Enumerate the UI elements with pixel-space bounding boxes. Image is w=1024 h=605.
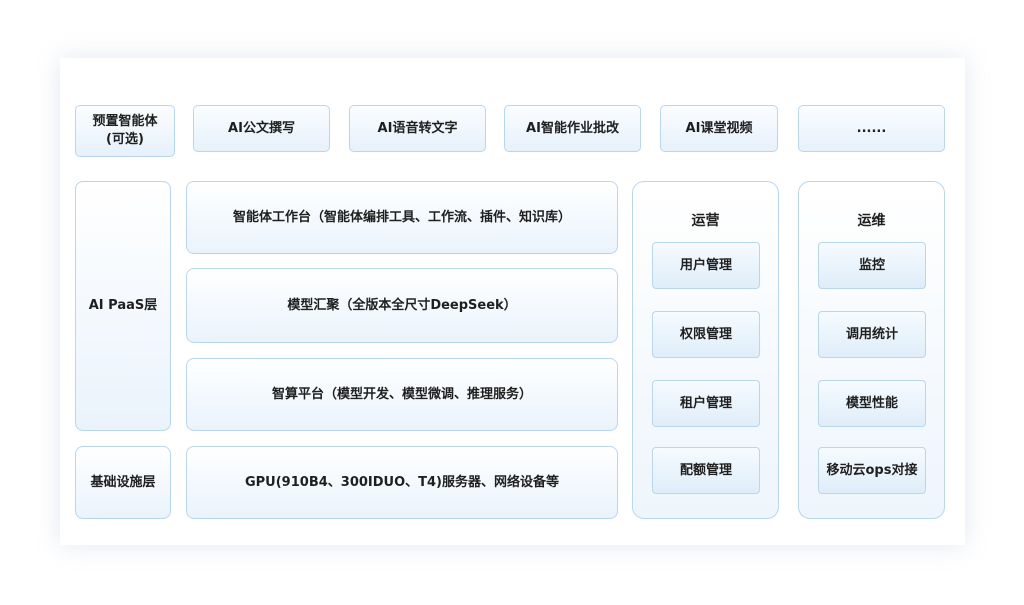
paas-block-agent-workbench: 智能体工作台（智能体编排工具、工作流、插件、知识库） <box>186 181 618 254</box>
maintenance-item-monitoring: 监控 <box>818 242 926 289</box>
maintenance-item-call-stats: 调用统计 <box>818 311 926 358</box>
top-box-ai-grading: AI智能作业批改 <box>504 105 641 152</box>
layer-label-infra: 基础设施层 <box>75 446 171 519</box>
maintenance-item-model-performance: 模型性能 <box>818 380 926 427</box>
paas-block-model-hub: 模型汇聚（全版本全尺寸DeepSeek） <box>186 268 618 343</box>
operations-item-permission-mgmt: 权限管理 <box>652 311 760 358</box>
maintenance-item-ops-integration: 移动云ops对接 <box>818 447 926 494</box>
maintenance-title: 运维 <box>857 213 886 229</box>
top-box-ai-speech: AI语音转文字 <box>349 105 486 152</box>
layer-label-paas: AI PaaS层 <box>75 181 171 431</box>
operations-item-user-mgmt: 用户管理 <box>652 242 760 289</box>
top-box-more: ...... <box>798 105 945 152</box>
operations-item-tenant-mgmt: 租户管理 <box>652 380 760 427</box>
infra-block-hardware: GPU(910B4、300IDUO、T4)服务器、网络设备等 <box>186 446 618 519</box>
operations-item-quota-mgmt: 配额管理 <box>652 447 760 494</box>
operations-title: 运营 <box>691 213 720 229</box>
top-box-ai-video: AI课堂视频 <box>660 105 778 152</box>
paas-block-compute-platform: 智算平台（模型开发、模型微调、推理服务） <box>186 358 618 431</box>
top-box-ai-document: AI公文撰写 <box>193 105 330 152</box>
top-box-preset-agent: 预置智能体 (可选) <box>75 105 175 157</box>
